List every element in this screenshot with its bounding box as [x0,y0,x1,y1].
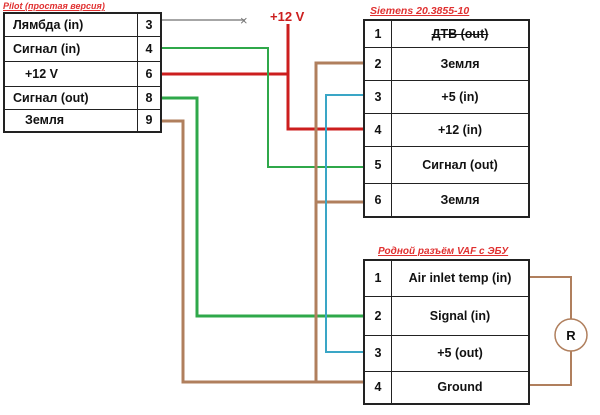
pilot-pin-label: Земля [3,108,138,133]
pilot-row: +12 V 6 [3,60,162,87]
pilot-pin-number: 9 [137,108,162,133]
siemens-pin-label: ДТВ (out) [391,19,530,48]
pilot-title: Pilot (простая версия) [3,1,105,11]
unused-cross-icon: × [240,13,248,28]
vaf-row: 3 +5 (out) [363,334,530,372]
siemens-pin-label: Земля [391,46,530,81]
vaf-row: 4 Ground [363,370,530,405]
pilot-pin-number: 8 [137,85,162,110]
siemens-row: 1 ДТВ (out) [363,19,530,48]
pilot-pin-label: Лямбда (in) [3,12,138,37]
pilot-connector-table: Лямбда (in) 3 Сигнал (in) 4 +12 V 6 Сигн… [3,12,162,133]
siemens-pin-number: 2 [363,46,392,81]
siemens-connector-table: 1 ДТВ (out) 2 Земля 3 +5 (in) 4 +12 (in)… [363,19,530,218]
signal-in-wire [160,47,364,168]
vaf-row: 2 Signal (in) [363,295,530,336]
pilot-pin-number: 6 [137,60,162,87]
siemens-pin-number: 1 [363,19,392,48]
siemens-pin-number: 6 [363,182,392,218]
ground-wire-siemens [314,61,364,382]
vaf-pin-label: Ground [391,370,530,405]
resistor-label: R [566,328,576,343]
siemens-row: 4 +12 (in) [363,112,530,147]
signal-out-wire [160,96,364,318]
pilot-pin-label: Сигнал (out) [3,85,138,110]
siemens-pin-number: 3 [363,79,392,114]
resistor-icon [554,318,588,352]
pilot-pin-number: 4 [137,35,162,62]
vaf-pin-number: 2 [363,295,392,336]
pilot-row: Земля 9 [3,108,162,133]
supply-voltage-label: +12 V [270,9,305,24]
siemens-title: Siemens 20.3855-10 [370,5,470,17]
vaf-pin-label: Signal (in) [391,295,530,336]
pilot-pin-label: +12 V [3,60,138,87]
siemens-row: 5 Сигнал (out) [363,145,530,184]
pilot-row: Сигнал (in) 4 [3,35,162,62]
vaf-connector-table: 1 Air inlet temp (in) 2 Signal (in) 3 +5… [363,259,530,405]
vaf-pin-number: 1 [363,259,392,297]
siemens-pin-label: +12 (in) [391,112,530,147]
pilot-pin-label: Сигнал (in) [3,35,138,62]
vaf-row: 1 Air inlet temp (in) [363,259,530,297]
resistor-wire [530,276,572,319]
vaf-pin-number: 4 [363,370,392,405]
vaf-pin-label: Air inlet temp (in) [391,259,530,297]
siemens-pin-label: +5 (in) [391,79,530,114]
siemens-row: 2 Земля [363,46,530,81]
siemens-pin-number: 4 [363,112,392,147]
vaf-pin-label: +5 (out) [391,334,530,372]
siemens-pin-label: Сигнал (out) [391,145,530,184]
siemens-pin-label: Земля [391,182,530,218]
resistor-wire-return [530,351,572,386]
ground-wire-pilot [160,119,364,384]
pilot-pin-number: 3 [137,12,162,37]
power-supply-wire [286,24,364,131]
vaf-title: Родной разъём VAF с ЭБУ [378,246,509,257]
pilot-row: Сигнал (out) 8 [3,85,162,110]
siemens-row: 6 Земля [363,182,530,218]
vaf-pin-number: 3 [363,334,392,372]
siemens-row: 3 +5 (in) [363,79,530,114]
siemens-pin-number: 5 [363,145,392,184]
reference-5v-wire [325,94,364,353]
pilot-row: Лямбда (in) 3 [3,12,162,37]
